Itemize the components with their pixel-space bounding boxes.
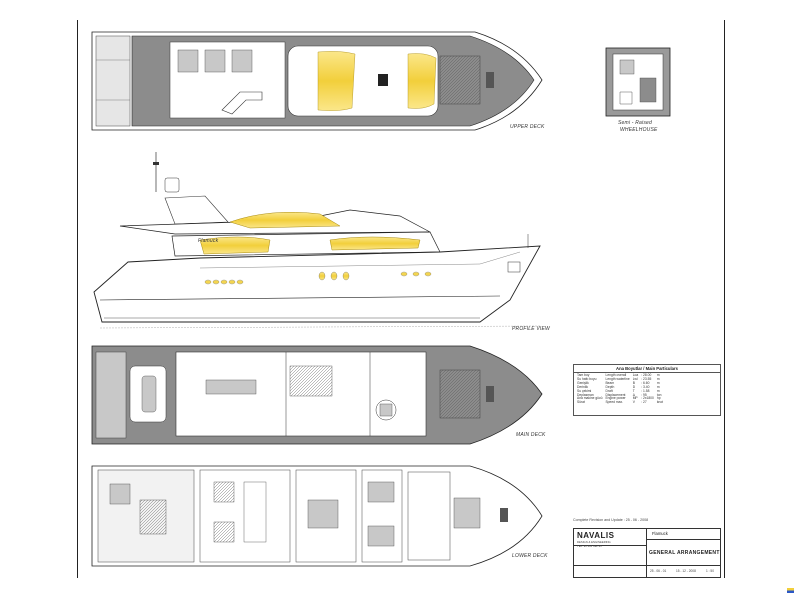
particulars-cell: : 23.55	[641, 376, 652, 381]
brand-phone: TEL: 90 216 492 95	[577, 543, 602, 548]
upper-deck-label: UPPER DECK	[510, 124, 545, 130]
lower-deck-label: LOWER DECK	[512, 553, 548, 559]
drawing-sheet	[77, 20, 725, 578]
particulars-cell: Sürat	[577, 400, 585, 405]
particulars-cell: Derinlik	[577, 384, 588, 389]
date-two: 15 - 12 - 2008	[676, 569, 696, 573]
particulars-cell: Length waterline	[605, 376, 630, 381]
profile-view-label: PROFILE VIEW	[512, 326, 550, 332]
particulars-cell: Deplasman	[577, 392, 594, 397]
particulars-cell: Lwl	[632, 376, 638, 381]
particulars-cell: V	[632, 400, 635, 405]
particulars-row: Genişlik Beam B : 6.60 m	[577, 380, 666, 386]
particulars-cell: knot	[656, 400, 664, 405]
particulars-cell: : 6.60	[641, 380, 650, 385]
particulars-cell: MP	[632, 396, 638, 401]
particulars-cell: Draft	[605, 388, 613, 393]
wheelhouse-label-bottom: WHEELHOUSE	[620, 127, 658, 133]
particulars-cell: Speed max.	[605, 400, 624, 405]
particulars-cell: D	[632, 384, 636, 389]
scale: 1 : 50	[706, 569, 714, 573]
particulars-row: Sürat Speed max. V : 27 knot	[577, 400, 666, 405]
main-deck-label: MAIN DECK	[516, 432, 546, 438]
brand-subtitle: DESIGN & ENGINEERING	[577, 540, 611, 544]
particulars-cell: m	[656, 388, 660, 393]
particulars-cell: m	[656, 373, 660, 377]
main-deck-plan	[91, 345, 543, 445]
lower-deck-plan	[91, 465, 543, 567]
particulars-cell: : 1.58	[641, 388, 650, 393]
brand-name: NAVALIS	[577, 531, 615, 540]
corner-badge-icon	[787, 588, 794, 593]
drawing-title: GENERAL ARRANGEMENT	[649, 550, 720, 556]
particulars-cell: Displacement	[605, 392, 626, 397]
wheelhouse-label-top: Semi - Raised	[618, 120, 652, 126]
particulars-cell: : 28.00	[641, 373, 652, 377]
particulars-cell: ton	[656, 392, 662, 397]
particulars-cell: Δ	[632, 392, 635, 397]
particulars-cell: Ana makine gücü	[577, 396, 603, 401]
particulars-row: Tam boy Length overall Loa: 28.00 m	[577, 373, 666, 378]
particulars-cell: : 95	[641, 392, 647, 397]
particulars-cell: hp	[656, 396, 661, 401]
particulars-cell: T	[632, 388, 635, 393]
particulars-cell: Su hattı boyu	[577, 376, 597, 381]
particulars-cell: Loa	[632, 373, 639, 377]
particulars-cell: m	[656, 384, 660, 389]
particulars-cell: : 2x1800	[641, 396, 654, 401]
particulars-cell: Engine power	[605, 396, 626, 401]
particulars-row: Su çekimi Draft T : 1.58 m	[577, 388, 666, 394]
particulars-cell: Genişlik	[577, 380, 589, 385]
particulars-row: Deplasman Displacement Δ : 95 ton	[577, 392, 666, 398]
particulars-cell: : 3.40	[641, 384, 650, 389]
particulars-cell: Tam boy	[577, 373, 590, 377]
particulars-row: Derinlik Depth D : 3.40 m	[577, 384, 666, 390]
particulars-cell: Depth	[605, 384, 615, 389]
particulars-cell: Su çekimi	[577, 388, 592, 393]
particulars-cell: m	[656, 380, 660, 385]
particulars-cell: m	[656, 376, 660, 381]
particulars-cell: Length overall	[605, 373, 627, 377]
main-particulars-title: Ana Boyutlar / Main Particulars	[574, 365, 720, 373]
hull-script-label: Flamuck	[198, 238, 219, 244]
profile-view	[93, 152, 541, 329]
upper-deck-plan	[91, 31, 543, 131]
project-name: Flamuck	[652, 531, 668, 536]
particulars-cell: Beam	[605, 380, 615, 385]
wheelhouse-plan	[605, 47, 671, 117]
particulars-cell: : 27	[641, 400, 647, 405]
title-block: NAVALIS DESIGN & ENGINEERING TEL: 90 216…	[573, 528, 721, 578]
particulars-cell: B	[632, 380, 635, 385]
revision-note: Complete Revision and Update : 25 - 06 -…	[573, 518, 649, 522]
date-one: 25 - 06 - 01	[650, 569, 667, 573]
